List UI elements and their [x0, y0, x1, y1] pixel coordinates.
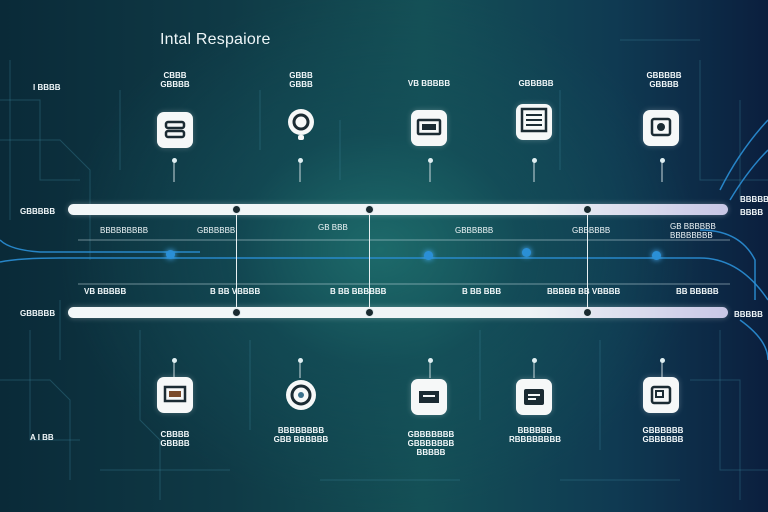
- connector-dot: [298, 158, 303, 163]
- right-label-1: BBBBB: [740, 195, 768, 204]
- mid-lower-label-1: VB BBBBB: [84, 287, 127, 296]
- connector-dot: [172, 158, 177, 163]
- connector-dot: [172, 358, 177, 363]
- mid-lower-label-5: BBBBB BB VBBBB: [547, 287, 621, 296]
- vertical-connector: [236, 209, 237, 312]
- mid-lower-label-2: B BB VBBBB: [210, 287, 261, 296]
- connector-dot: [532, 358, 537, 363]
- flow-node: [424, 251, 433, 260]
- bottom-item-label-3: GBBBBBBB GBBBBBBB BBBBB: [407, 430, 455, 457]
- bottom-item-label-2: BBBBBBBB GBB BBBBBB: [273, 426, 329, 444]
- bar-node: [365, 308, 374, 317]
- bar-node: [365, 205, 374, 214]
- document-icon[interactable]: [516, 104, 552, 140]
- server-icon[interactable]: [157, 112, 193, 148]
- magnifier-icon[interactable]: [283, 106, 319, 142]
- left-label-2: GBBBBB: [20, 207, 56, 216]
- bar-node: [232, 205, 241, 214]
- screen-icon[interactable]: [157, 377, 193, 413]
- mid-upper-label-1: BBBBBBBBB: [100, 226, 149, 235]
- card-icon[interactable]: [516, 379, 552, 415]
- bottom-item-label-4: BBBBBB RBBBBBBBB: [509, 426, 561, 444]
- target-icon[interactable]: [283, 377, 319, 413]
- mid-lower-label-6: BB BBBBB: [676, 287, 719, 296]
- bar-node: [232, 308, 241, 317]
- flow-node: [652, 251, 661, 260]
- mid-upper-label-6: GB BBBBBB BBBBBBBB: [670, 222, 716, 240]
- lower-track-bar: [68, 307, 728, 318]
- flow-node: [522, 248, 531, 257]
- top-item-label-5: GBBBBB GBBBB: [646, 71, 682, 89]
- left-label-4: A I BB: [30, 433, 54, 442]
- connector-dot: [660, 158, 665, 163]
- right-label-2: BBBB: [740, 208, 764, 217]
- mid-upper-label-3: GB BBB: [318, 223, 348, 232]
- vertical-connector: [587, 209, 588, 312]
- mid-upper-label-4: GBBBBBB: [455, 226, 494, 235]
- connector-dot: [428, 158, 433, 163]
- bar-node: [583, 308, 592, 317]
- bottom-item-label-5: GBBBBBB GBBBBBB: [642, 426, 684, 444]
- bar-node: [583, 205, 592, 214]
- left-label-1: I BBBB: [33, 83, 61, 92]
- top-item-label-4: GBBBBB: [518, 79, 554, 88]
- upper-track-bar: [68, 204, 728, 215]
- top-item-label-2: GBBB GBBB: [289, 71, 313, 89]
- mid-lower-label-3: B BB BBBBBB: [330, 287, 387, 296]
- connector-dot: [532, 158, 537, 163]
- mid-upper-label-2: GBBBBBB: [197, 226, 236, 235]
- tablet-icon[interactable]: [411, 379, 447, 415]
- mid-lower-label-4: B BB BBB: [462, 287, 502, 296]
- monitor-icon[interactable]: [411, 110, 447, 146]
- chat-camera-icon[interactable]: [643, 110, 679, 146]
- top-item-label-3: VB BBBBB: [407, 79, 451, 88]
- bottom-item-label-1: CBBBB GBBBB: [160, 430, 190, 448]
- mid-upper-label-5: GBBBBBB: [572, 226, 611, 235]
- top-item-label-1: CBBB GBBBB: [160, 71, 190, 89]
- connector-dot: [428, 358, 433, 363]
- vertical-connector: [369, 209, 370, 312]
- flow-node: [166, 250, 175, 259]
- connector-dot: [660, 358, 665, 363]
- diagram-title: Intal Respaiore: [160, 31, 271, 48]
- connector-dot: [298, 358, 303, 363]
- window-icon[interactable]: [643, 377, 679, 413]
- right-label-3: BBBBB: [734, 310, 763, 319]
- left-label-3: GBBBBB: [20, 309, 56, 318]
